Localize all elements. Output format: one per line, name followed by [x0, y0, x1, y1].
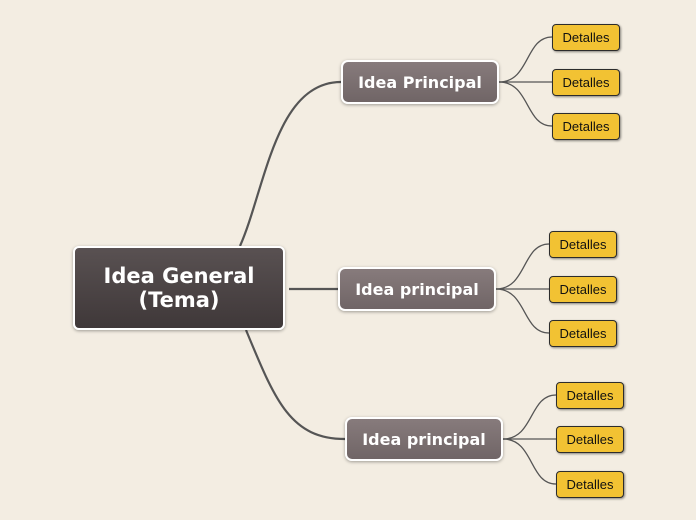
detail-node-2-2[interactable]: Detalles	[549, 276, 617, 303]
connector-main-3-to-detail-1	[502, 394, 557, 440]
detail-node-2-1[interactable]: Detalles	[549, 231, 617, 258]
main-idea-label: Idea Principal	[358, 72, 482, 92]
detail-label: Detalles	[566, 388, 614, 403]
detail-label: Detalles	[566, 432, 614, 447]
detail-label: Detalles	[559, 237, 607, 252]
main-idea-node-3[interactable]: Idea principal	[345, 417, 503, 461]
detail-label: Detalles	[562, 75, 610, 90]
detail-node-3-2[interactable]: Detalles	[556, 426, 624, 453]
root-topic-title: Idea General	[103, 264, 255, 288]
detail-node-3-1[interactable]: Detalles	[556, 382, 624, 409]
main-idea-label: Idea principal	[362, 429, 486, 449]
detail-label: Detalles	[566, 477, 614, 492]
connector-root-to-main-3	[244, 329, 346, 441]
detail-label: Detalles	[559, 326, 607, 341]
connector-main-3-to-detail-3	[502, 438, 557, 485]
root-topic-subtitle: (Tema)	[138, 288, 220, 312]
detail-node-3-3[interactable]: Detalles	[556, 471, 624, 498]
detail-label: Detalles	[562, 119, 610, 134]
connector-main-2-to-detail-1	[495, 243, 550, 290]
connector-main-1-to-detail-3	[498, 81, 553, 127]
connector-main-1-to-detail-1	[498, 36, 553, 83]
connector-root-to-main-1	[238, 80, 342, 247]
detail-label: Detalles	[562, 30, 610, 45]
detail-node-2-3[interactable]: Detalles	[549, 320, 617, 347]
detail-node-1-3[interactable]: Detalles	[552, 113, 620, 140]
detail-label: Detalles	[559, 282, 607, 297]
connector-main-2-to-detail-3	[495, 288, 550, 334]
detail-node-1-2[interactable]: Detalles	[552, 69, 620, 96]
main-idea-node-2[interactable]: Idea principal	[338, 267, 496, 311]
main-idea-label: Idea principal	[355, 279, 479, 299]
main-idea-node-1[interactable]: Idea Principal	[341, 60, 499, 104]
detail-node-1-1[interactable]: Detalles	[552, 24, 620, 51]
root-topic-node[interactable]: Idea General (Tema)	[73, 246, 285, 330]
